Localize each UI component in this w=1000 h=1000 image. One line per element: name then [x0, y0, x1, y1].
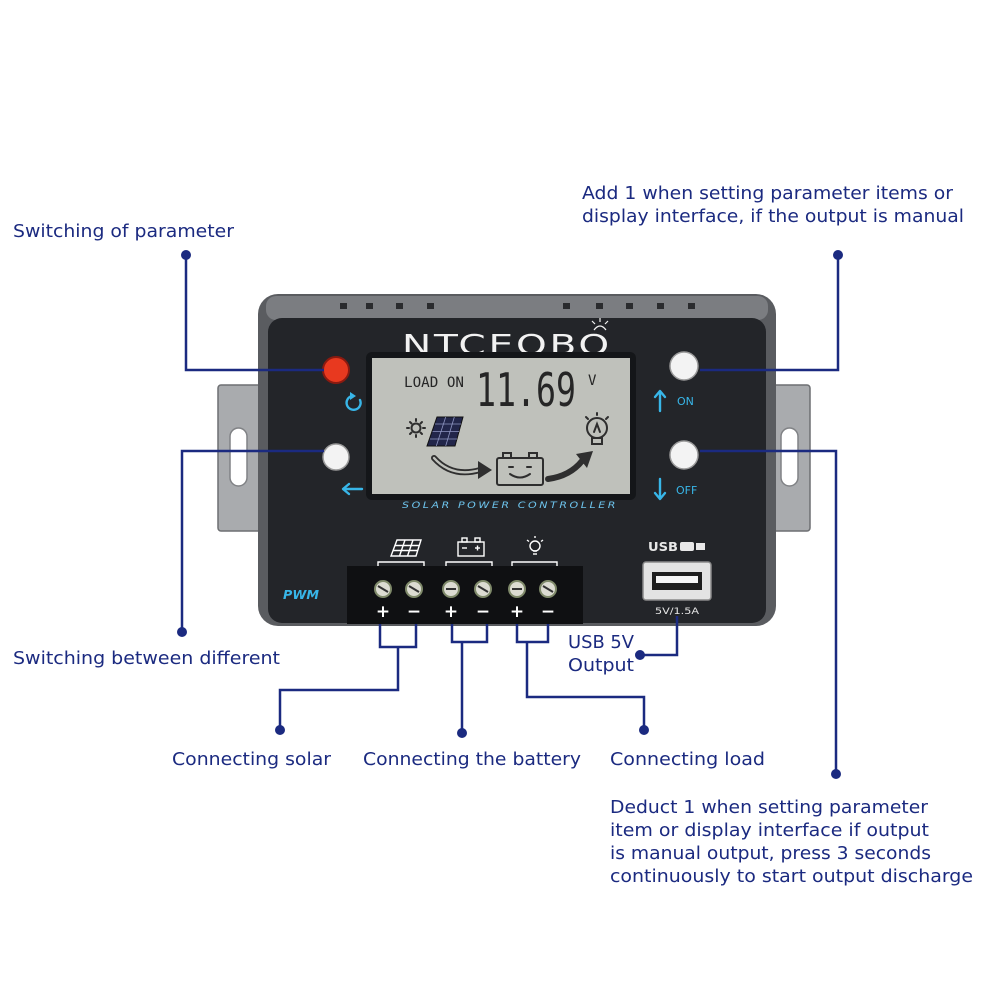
leader-dot-switching-between	[177, 627, 187, 637]
terminal-screws	[374, 580, 557, 598]
off-label: OFF	[676, 484, 697, 497]
refresh-icon	[345, 392, 362, 411]
on-label: ON	[677, 395, 694, 408]
off-button	[669, 440, 699, 470]
lcd-load-status: LOAD ON	[404, 375, 464, 391]
battery-icon	[496, 452, 544, 486]
usb-icon	[680, 542, 705, 551]
charge-arrow-icon	[431, 455, 492, 479]
discharge-arrow-icon	[545, 451, 593, 482]
bulb-icon	[585, 412, 609, 445]
lcd-display: LOAD ON 11.69 V	[366, 352, 636, 500]
annotation-connecting-battery: Connecting the battery	[363, 749, 581, 770]
annotation-deduct-one-line-2: item or display interface if output	[610, 820, 929, 841]
terminal-block: + − + − + −	[347, 566, 583, 624]
annotation-connecting-solar: Connecting solar	[172, 749, 332, 770]
screw-solar-negative	[405, 580, 423, 598]
leader-dot-load	[639, 725, 649, 735]
leader-dot-usb	[635, 650, 645, 660]
terminal-bulb-icon	[511, 536, 558, 568]
terminal-sign-solar-negative: −	[407, 602, 421, 622]
terminal-sign-battery-positive: +	[444, 602, 458, 622]
leader-line-deduct-one	[700, 449, 838, 774]
usb-label: USB	[648, 540, 678, 554]
screw-load-positive	[508, 580, 526, 598]
left-bracket-slot	[229, 427, 248, 487]
leader-line-add-one	[700, 255, 840, 372]
leader-bracket-battery	[450, 624, 489, 733]
parameter-button-red	[322, 356, 350, 384]
leader-line-parameter-switch	[184, 255, 324, 372]
terminal-sign-load-negative: −	[541, 602, 555, 622]
leader-bracket-load	[515, 624, 646, 730]
annotation-deduct-one-line-1: Deduct 1 when setting parameter	[610, 797, 929, 818]
right-bracket-slot	[780, 427, 799, 487]
on-button	[669, 351, 699, 381]
annotation-add-one-line-1: Add 1 when setting parameter items or	[582, 183, 954, 204]
lcd-voltage: 11.69	[476, 363, 576, 417]
annotation-connecting-load: Connecting load	[610, 749, 765, 770]
arrow-down-icon	[653, 477, 667, 501]
leader-dot-deduct-one	[831, 769, 841, 779]
terminal-sign-solar-positive: +	[376, 602, 390, 622]
left-mounting-bracket	[217, 384, 271, 532]
terminal-battery-icon	[445, 537, 493, 568]
lcd-unit: V	[588, 373, 597, 389]
annotation-add-one-line-2: display interface, if the output is manu…	[582, 206, 964, 227]
annotation-usb-output-line-1: USB 5V	[568, 632, 635, 653]
leader-line-usb	[640, 616, 679, 657]
leader-line-switching-between	[180, 449, 324, 632]
usb-label-group: USB	[648, 540, 705, 554]
leader-dot-solar	[275, 725, 285, 735]
annotation-switching-between: Switching between different	[13, 648, 280, 669]
switch-button-white-left	[322, 443, 350, 471]
leader-dot-battery	[457, 728, 467, 738]
mode-label: PWM	[283, 588, 319, 602]
terminal-solar-panel-icon	[377, 539, 425, 568]
leader-dot-add-one	[833, 250, 843, 260]
usb-rating: 5V/1.5A	[655, 607, 700, 617]
annotation-deduct-one-line-4: continuously to start output discharge	[610, 866, 973, 887]
annotation-usb-output-line-2: Output	[568, 655, 634, 676]
annotation-deduct-one-line-3: is manual output, press 3 seconds	[610, 843, 931, 864]
terminal-sign-load-positive: +	[510, 602, 524, 622]
leader-bracket-solar	[278, 624, 418, 730]
leader-dot-parameter-switch	[181, 250, 191, 260]
sun-icon	[406, 418, 426, 438]
panel-label: SOLAR POWER CONTROLLER	[402, 501, 618, 511]
usb-port	[642, 561, 712, 601]
screw-load-negative	[539, 580, 557, 598]
top-vent-strip	[266, 296, 768, 320]
terminal-sign-battery-negative: −	[476, 602, 490, 622]
arrow-up-icon	[653, 389, 667, 413]
arrow-left-icon	[341, 482, 364, 496]
logo-lamp-icon	[591, 318, 609, 331]
vent-slots	[340, 303, 695, 309]
solar-panel-icon	[426, 416, 464, 447]
annotation-switching-parameter: Switching of parameter	[13, 221, 235, 242]
screw-battery-positive	[442, 580, 460, 598]
screw-battery-negative	[474, 580, 492, 598]
screw-solar-positive	[374, 580, 392, 598]
